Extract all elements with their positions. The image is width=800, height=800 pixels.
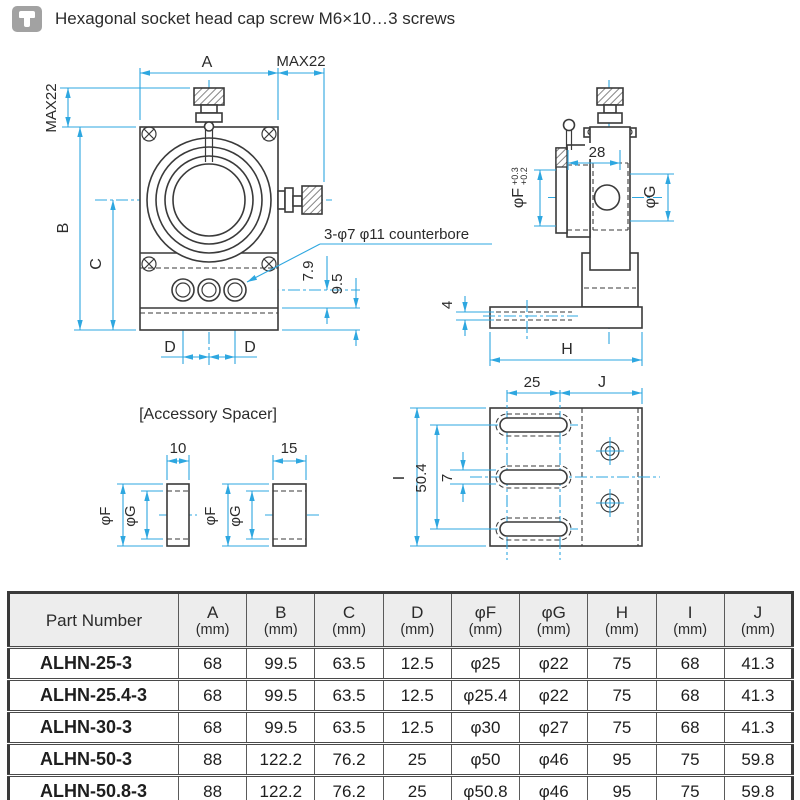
clamp-lever [562,118,576,150]
col-header-d: D(mm) [382,592,452,649]
accessory-spacer-section: [Accessory Spacer] 10 φF φG [97,406,320,547]
part-number-cell: ALHN-30-3 [8,711,179,744]
side-top-knob [596,87,624,124]
mounting-slots [495,413,572,541]
corner-screws [141,126,277,272]
accessory-spacer-title: [Accessory Spacer] [139,406,277,423]
base-holes [596,437,624,517]
dim-label-25: 25 [524,374,541,391]
dim-label-b: B [55,223,72,234]
side-knob [277,185,323,215]
dim-label-h: H [561,341,573,358]
dim-label-a: A [202,54,213,71]
dim-label-phi-f: φF [510,188,527,208]
dim-label-28: 28 [589,144,606,161]
screw-icon [12,6,42,32]
counterbore-holes [171,278,247,302]
dim-label-15: 15 [281,440,298,457]
spacer-phi-f-label: φF [97,507,114,526]
col-header-h: H(mm) [587,592,657,649]
col-header-part-number: Part Number [8,592,179,649]
side-view-dimensions: 28 φF +0.3 +0.2 φG 4 [439,143,674,366]
header-note-text: Hexagonal socket head cap screw M6×10…3 … [55,9,456,28]
dim-label-4: 4 [439,301,456,309]
header-row: Part Number A(mm) B(mm) C(mm) D(mm) φF(m… [8,592,794,649]
dim-label-50-4: 50.4 [413,463,430,492]
tolerance-upper: +0.3 [510,167,520,185]
dim-label-j: J [598,374,606,391]
front-view: A MAX22 MAX22 B C D D 7.9 9.5 3-φ7 φ11 c… [43,53,492,366]
bottom-view: 25 J I 50.4 7 [391,374,660,560]
side-view: 28 φF +0.3 +0.2 φG 4 [439,80,674,366]
tolerance-lower: +0.2 [519,167,529,185]
dim-label-c: C [88,258,105,270]
col-header-j: J(mm) [723,592,794,649]
spacer-15mm: 15 φF φG [202,440,320,547]
technical-drawing: A MAX22 MAX22 B C D D 7.9 9.5 3-φ7 φ11 c… [43,53,674,560]
dim-label-d-left: D [164,339,176,356]
dim-label-phi-g: φG [642,186,659,209]
dim-label-7-9: 7.9 [300,261,317,282]
col-header-i: I(mm) [655,592,725,649]
counterbore-note: 3-φ7 φ11 counterbore [324,226,469,243]
spacer-10mm: 10 φF φG [97,440,197,547]
dim-label-i: I [391,476,408,480]
dim-label-7: 7 [439,474,456,482]
part-number-cell: ALHN-25.4-3 [8,679,179,712]
spacer-phi-g-label: φG [227,505,244,526]
col-header-a: A(mm) [177,592,248,649]
part-number-cell: ALHN-25-3 [8,647,179,680]
spec-table: Part Number A(mm) B(mm) C(mm) D(mm) φF(m… [7,591,794,800]
col-header-phi-g: φG(mm) [519,592,589,649]
part-number-cell: ALHN-50.8-3 [8,775,179,800]
header-note: Hexagonal socket head cap screw M6×10…3 … [12,6,455,32]
front-view-dimensions: A MAX22 MAX22 B C D D 7.9 9.5 3-φ7 φ11 c… [43,53,492,360]
dim-label-9-5: 9.5 [329,274,346,295]
spacer-phi-f-label: φF [202,507,219,526]
dim-label-max22-left: MAX22 [43,83,60,132]
dim-label-d-right: D [244,339,256,356]
dim-label-max22-top: MAX22 [276,53,325,70]
part-number-cell: ALHN-50-3 [8,743,179,776]
spacer-phi-g-label: φG [122,505,139,526]
dim-label-10: 10 [170,440,187,457]
top-knob [193,87,225,162]
spec-table-wrap: Part Number A(mm) B(mm) C(mm) D(mm) φF(m… [7,591,794,800]
bottom-view-dimensions: 25 J I 50.4 7 [391,374,643,547]
col-header-b: B(mm) [246,592,316,649]
col-header-phi-f: φF(mm) [450,592,521,649]
col-header-c: C(mm) [314,592,384,649]
